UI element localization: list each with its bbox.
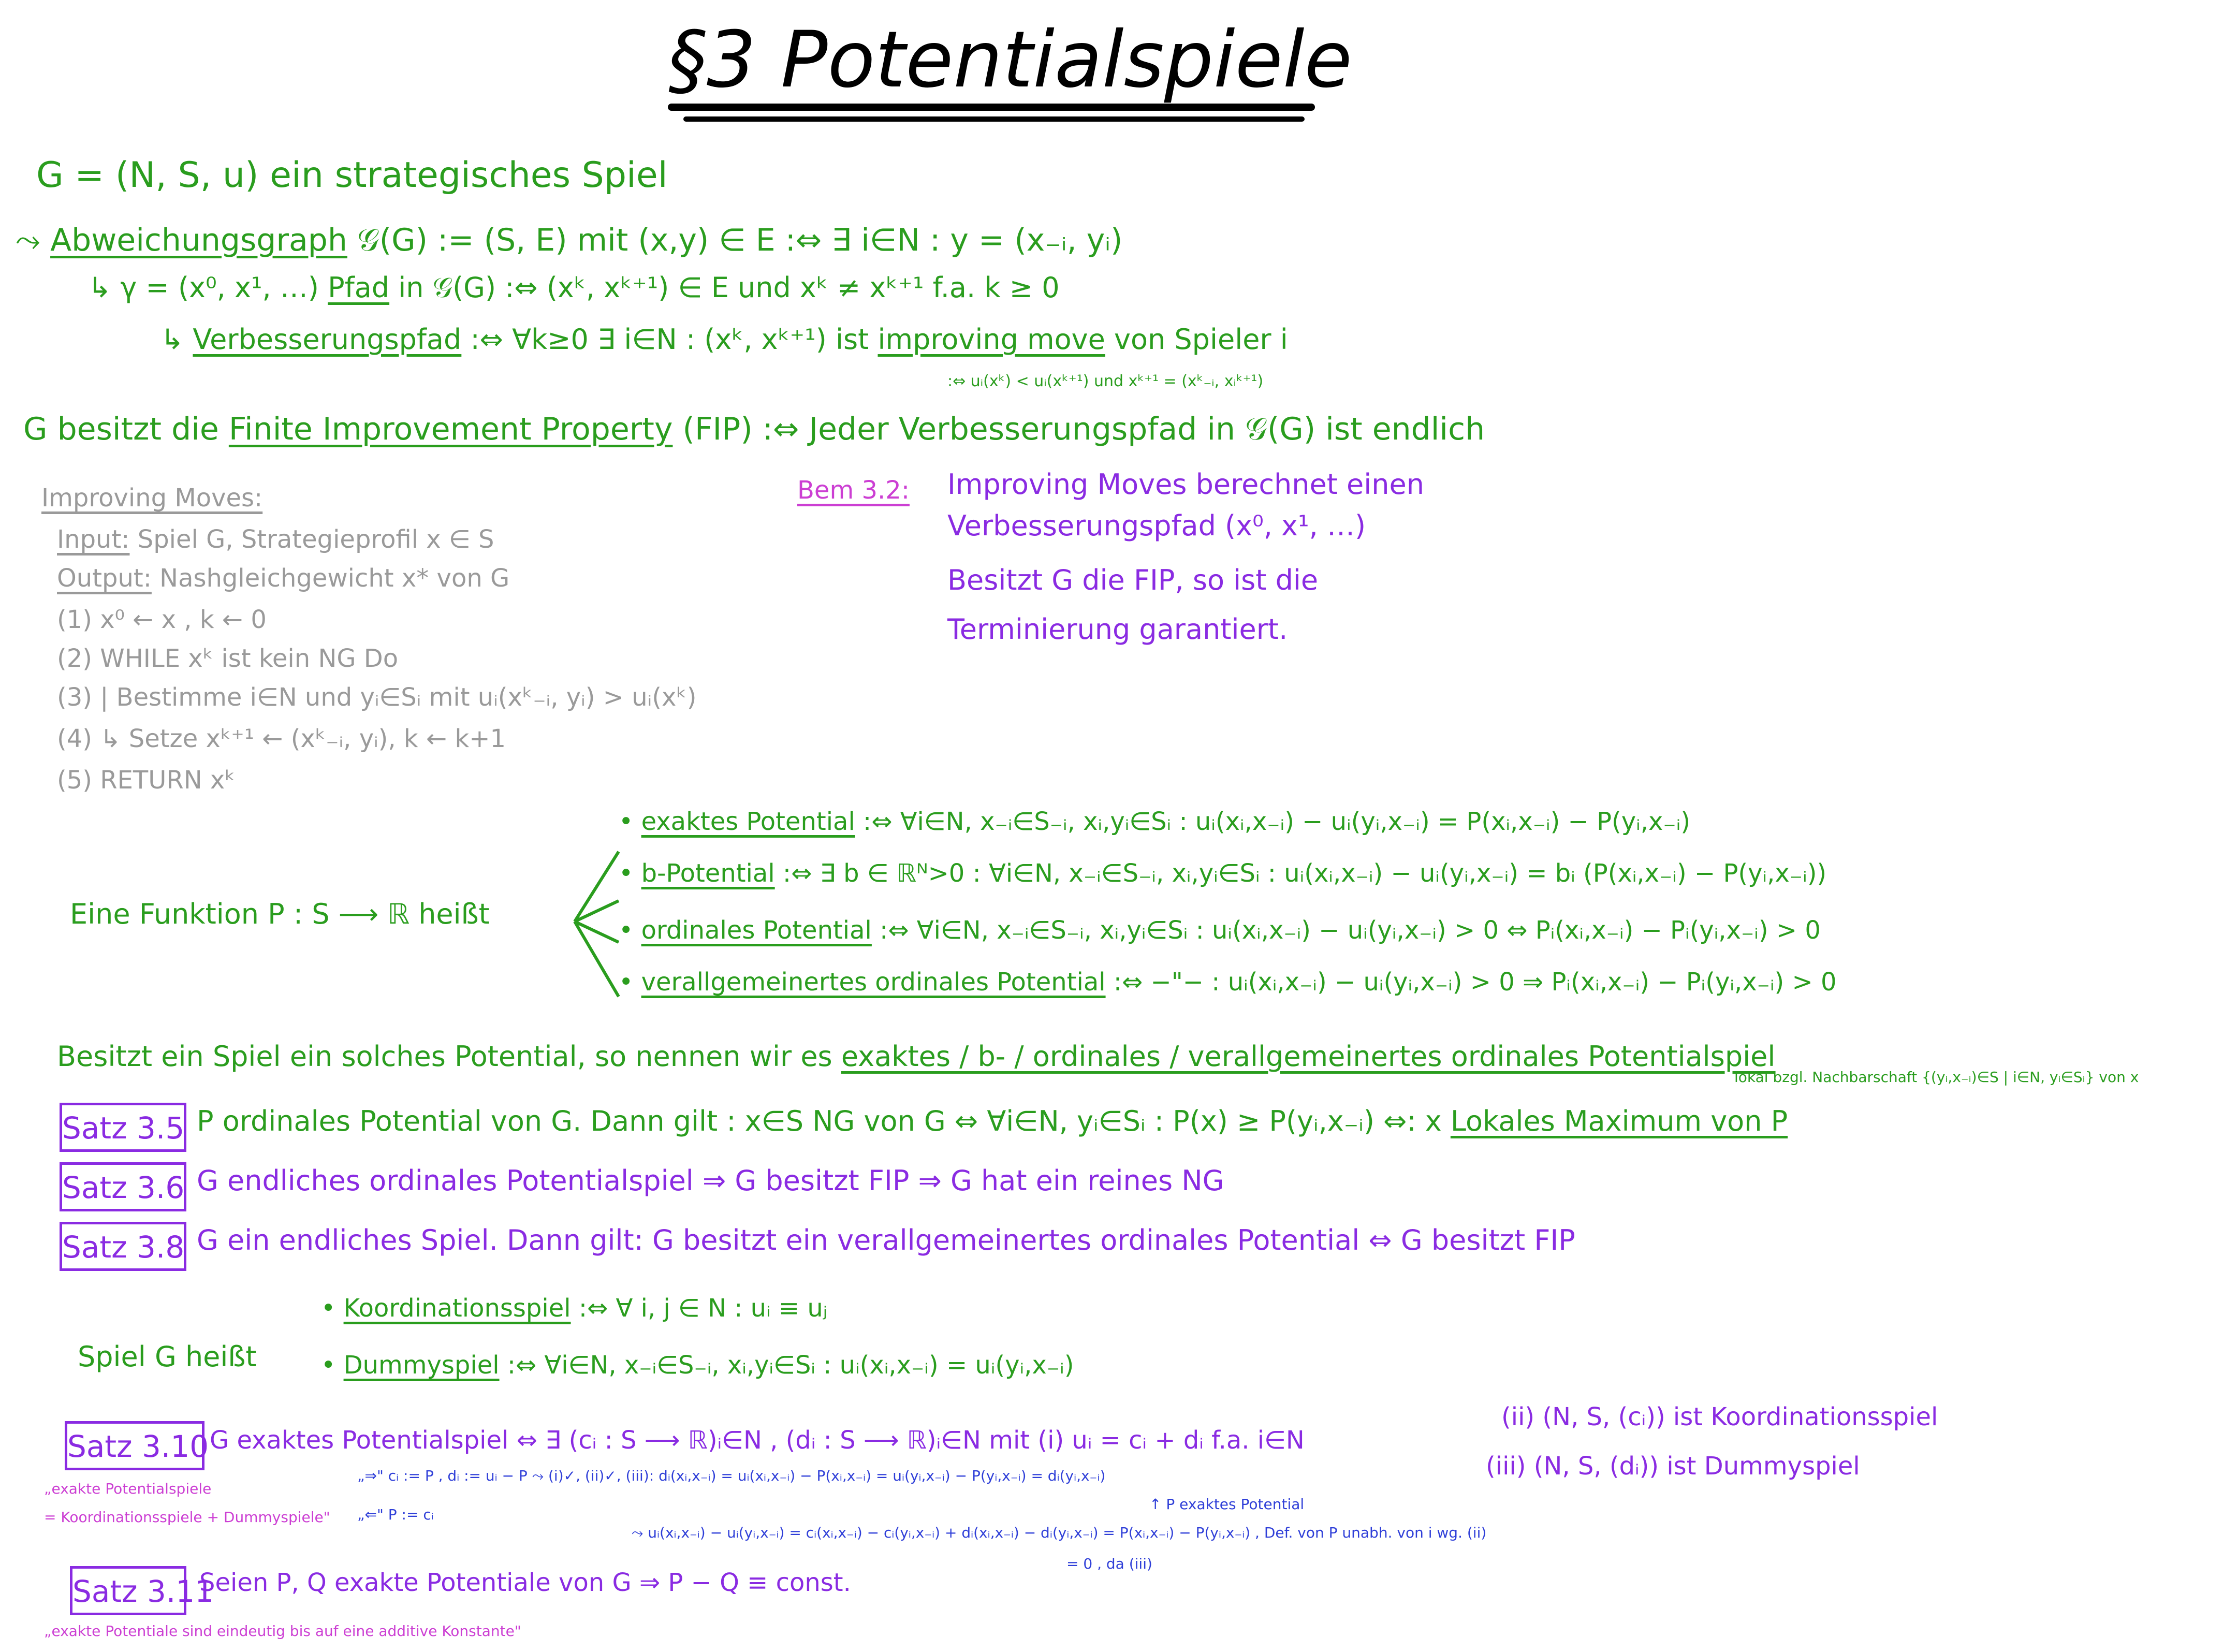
- algo-step-2: (2) WHILE xᵏ ist kein NG Do: [57, 644, 399, 673]
- verallg-def: :⇔ −"− : uᵢ(xᵢ,x₋ᵢ) − uᵢ(yᵢ,x₋ᵢ) > 0 ⇒ P…: [1105, 968, 1837, 997]
- fip-lead: G besitzt die: [23, 411, 229, 447]
- algo-output-label: Output:: [57, 564, 152, 593]
- title-underline: [668, 104, 1315, 111]
- algo-step-3: (3) | Bestimme i∈N und yᵢ∈Sᵢ mit uᵢ(xᵏ₋ᵢ…: [57, 683, 697, 712]
- bem-label: Bem 3.2:: [797, 476, 910, 505]
- term-koordinationsspiel: Koordinationsspiel: [343, 1294, 571, 1323]
- algo-title: Improving Moves:: [41, 484, 263, 513]
- satz-3-10-box: Satz 3.10: [65, 1421, 209, 1470]
- b-def: :⇔ ∃ b ∈ ℝᴺ>0 : ∀i∈N, x₋ᵢ∈S₋ᵢ, xᵢ,yᵢ∈Sᵢ …: [774, 859, 1827, 888]
- bem-line-2: Verbesserungspfad (x⁰, x¹, …): [947, 509, 1366, 542]
- deviation-graph-line: ⤳ Abweichungsgraph 𝒢(G) := (S, E) mit (x…: [16, 223, 1122, 258]
- improving-path-line: ↳ Verbesserungspfad :⇔ ∀k≥0 ∃ i∈N : (xᵏ,…: [160, 323, 1288, 356]
- bem-line-1: Improving Moves berechnet einen: [947, 468, 1424, 501]
- improving-move-player: von Spieler i: [1105, 323, 1288, 356]
- page-title: §3 Potentialspiele: [668, 15, 1352, 105]
- title-underline-2: [683, 116, 1305, 122]
- satz-3-8-label: Satz 3.8: [62, 1230, 185, 1265]
- satz-3-10-proof-1: „⇒" cᵢ := P , dᵢ := uᵢ − P ⤳ (i)✓, (ii)✓…: [357, 1467, 1106, 1484]
- satz-3-5-label: Satz 3.5: [62, 1110, 185, 1146]
- satz-3-11-note: „exakte Potentiale sind eindeutig bis au…: [44, 1622, 521, 1640]
- term-dummyspiel: Dummyspiel: [343, 1351, 500, 1380]
- term-lokales-maximum: Lokales Maximum von P: [1450, 1105, 1788, 1137]
- term-pfad: Pfad: [328, 271, 390, 304]
- dummy-def: :⇔ ∀i∈N, x₋ᵢ∈S₋ᵢ, xᵢ,yᵢ∈Sᵢ : uᵢ(xᵢ,x₋ᵢ) …: [499, 1351, 1074, 1380]
- term-abweichungsgraph: Abweichungsgraph: [50, 222, 347, 258]
- satz-3-10-proof-3: ⤳ uᵢ(xᵢ,x₋ᵢ) − uᵢ(yᵢ,x₋ᵢ) = cᵢ(xᵢ,x₋ᵢ) −…: [632, 1524, 1487, 1541]
- algo-step-5: (5) RETURN xᵏ: [57, 766, 236, 795]
- satz-3-10-side-2: = Koordinationsspiele + Dummyspiele": [44, 1509, 330, 1526]
- term-potentialspiel-kinds: exaktes / b- / ordinales / verallgemeine…: [841, 1040, 1776, 1073]
- algo-step-4: (4) ↳ Setze xᵏ⁺¹ ← (xᵏ₋ᵢ, yᵢ), k ← k+1: [57, 724, 506, 753]
- satz-3-11-main: Seien P, Q exakte Potentiale von G ⇒ P −…: [199, 1568, 851, 1597]
- algo-input-text: Spiel G, Strategieprofil x ∈ S: [129, 525, 494, 554]
- improving-path-lead: ↳: [160, 323, 193, 356]
- satz-3-11-label: Satz 3.11: [72, 1574, 214, 1609]
- satz-3-10-main: G exaktes Potentialspiel ⇔ ∃ (cᵢ : S ⟶ ℝ…: [210, 1426, 1305, 1455]
- koordinationsspiel-def: • Koordinationsspiel :⇔ ∀ i, j ∈ N : uᵢ …: [321, 1294, 828, 1323]
- satz-3-10-proof-3-note: = 0 , da (iii): [1066, 1555, 1152, 1572]
- potential-verallg: • verallgemeinertes ordinales Potential …: [619, 968, 1837, 997]
- dummyspiel-def: • Dummyspiel :⇔ ∀i∈N, x₋ᵢ∈S₋ᵢ, xᵢ,yᵢ∈Sᵢ …: [321, 1351, 1074, 1380]
- koordination-def: :⇔ ∀ i, j ∈ N : uᵢ ≡ uⱼ: [571, 1294, 828, 1323]
- improving-move-def: :⇔ uᵢ(xᵏ) < uᵢ(xᵏ⁺¹) und xᵏ⁺¹ = (xᵏ₋ᵢ, x…: [947, 372, 1264, 390]
- term-ordinales-potential: ordinales Potential: [641, 916, 872, 945]
- algo-input-label: Input:: [57, 525, 130, 554]
- satz-3-6-label: Satz 3.6: [62, 1170, 185, 1205]
- improving-path-def: :⇔ ∀k≥0 ∃ i∈N : (xᵏ, xᵏ⁺¹) ist: [461, 323, 878, 356]
- fip-line: G besitzt die Finite Improvement Propert…: [23, 412, 1485, 447]
- satz-3-5-text: P ordinales Potential von G. Dann gilt :…: [197, 1105, 1788, 1137]
- satz-3-10-side-1: „exakte Potentialspiele: [44, 1480, 212, 1497]
- satz-3-8-text: G ein endliches Spiel. Dann gilt: G besi…: [197, 1224, 1575, 1256]
- potential-summary: Besitzt ein Spiel ein solches Potential,…: [57, 1040, 1776, 1073]
- satz-3-11-box: Satz 3.11: [70, 1566, 214, 1615]
- satz-3-10-ii: (ii) (N, S, (cᵢ)) ist Koordinationsspiel: [1501, 1402, 1938, 1431]
- path-line: ↳ γ = (x⁰, x¹, …) Pfad in 𝒢(G) :⇔ (xᵏ, x…: [88, 271, 1060, 304]
- satz-3-6-box: Satz 3.6: [60, 1162, 186, 1211]
- bem-line-4: Terminierung garantiert.: [947, 613, 1288, 646]
- satz-3-10-label: Satz 3.10: [67, 1429, 209, 1464]
- term-improving-move: improving move: [878, 323, 1105, 356]
- ordinal-def: :⇔ ∀i∈N, x₋ᵢ∈S₋ᵢ, xᵢ,yᵢ∈Sᵢ : uᵢ(xᵢ,x₋ᵢ) …: [871, 916, 1821, 945]
- leadsto-symbol: ⤳: [16, 222, 40, 258]
- algo-output-text: Nashgleichgewicht x* von G: [151, 564, 510, 593]
- term-verallg-potential: verallgemeinertes ordinales Potential: [641, 968, 1106, 997]
- exakt-def: :⇔ ∀i∈N, x₋ᵢ∈S₋ᵢ, xᵢ,yᵢ∈Sᵢ : uᵢ(xᵢ,x₋ᵢ) …: [855, 807, 1691, 836]
- satz-3-5-body: P ordinales Potential von G. Dann gilt :…: [197, 1105, 1451, 1137]
- spiel-lead: Spiel G heißt: [78, 1340, 257, 1373]
- potential-branches: [573, 851, 620, 998]
- term-exaktes-potential: exaktes Potential: [641, 807, 855, 836]
- path-lead: ↳ γ = (x⁰, x¹, …): [88, 271, 328, 304]
- term-b-potential: b-Potential: [641, 859, 775, 888]
- satz-3-5-box: Satz 3.5: [60, 1103, 186, 1152]
- satz-3-10-proof-2: „⇐" P := cᵢ: [357, 1506, 434, 1523]
- algo-input: Input: Spiel G, Strategieprofil x ∈ S: [57, 525, 494, 554]
- satz-3-8-box: Satz 3.8: [60, 1222, 186, 1271]
- fip-def: (FIP) :⇔ Jeder Verbesserungspfad in 𝒢(G)…: [672, 411, 1485, 447]
- potential-exakt: • exaktes Potential :⇔ ∀i∈N, x₋ᵢ∈S₋ᵢ, xᵢ…: [619, 807, 1691, 836]
- satz-3-10-proof-1-note: ↑ P exaktes Potential: [1149, 1496, 1305, 1513]
- deviation-graph-def: 𝒢(G) := (S, E) mit (x,y) ∈ E :⇔ ∃ i∈N : …: [347, 222, 1123, 258]
- path-def: in 𝒢(G) :⇔ (xᵏ, xᵏ⁺¹) ∈ E und xᵏ ≠ xᵏ⁺¹ …: [389, 271, 1060, 304]
- game-definition: G = (N, S, u) ein strategisches Spiel: [36, 155, 668, 196]
- algo-step-1: (1) x⁰ ← x , k ← 0: [57, 605, 267, 634]
- algo-output: Output: Nashgleichgewicht x* von G: [57, 564, 509, 593]
- potential-lead: Eine Funktion P : S ⟶ ℝ heißt: [70, 898, 490, 930]
- term-fip: Finite Improvement Property: [228, 411, 673, 447]
- satz-3-10-iii: (iii) (N, S, (dᵢ)) ist Dummyspiel: [1486, 1452, 1860, 1481]
- potential-ordinal: • ordinales Potential :⇔ ∀i∈N, x₋ᵢ∈S₋ᵢ, …: [619, 916, 1821, 945]
- term-verbesserungspfad: Verbesserungspfad: [193, 323, 462, 356]
- bem-line-3: Besitzt G die FIP, so ist die: [947, 564, 1319, 596]
- summary-lead: Besitzt ein Spiel ein solches Potential,…: [57, 1040, 841, 1073]
- lokal-note: lokal bzgl. Nachbarschaft {(yᵢ,x₋ᵢ)∈S | …: [1734, 1069, 2139, 1086]
- potential-b: • b-Potential :⇔ ∃ b ∈ ℝᴺ>0 : ∀i∈N, x₋ᵢ∈…: [619, 859, 1827, 888]
- satz-3-6-text: G endliches ordinales Potentialspiel ⇒ G…: [197, 1164, 1224, 1197]
